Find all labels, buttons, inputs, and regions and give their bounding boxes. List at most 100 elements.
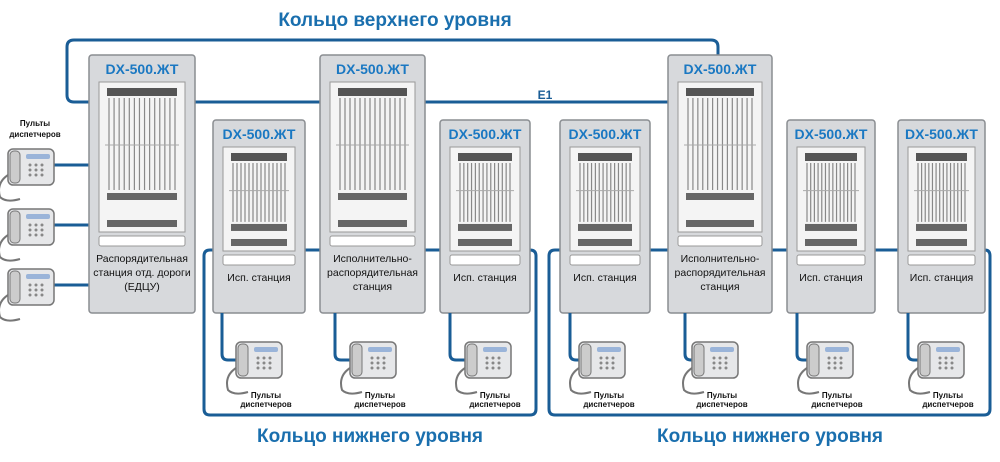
rack-base (449, 254, 521, 266)
console-label: диспетчеров (354, 400, 405, 409)
station-caption: Распорядительная (96, 253, 188, 265)
phone-cord-icon (0, 294, 21, 322)
rack-modules-icon (105, 88, 179, 227)
rack-base (907, 254, 976, 266)
station-caption: распорядительная (675, 267, 766, 279)
phone-cord-icon (340, 367, 363, 395)
station-cabinet[interactable]: DX-500.ЖТ Исп. станция (786, 119, 876, 314)
station-caption: Исп. станция (573, 272, 636, 284)
rack-icon (569, 146, 641, 252)
station-caption: станция отд. дороги (93, 267, 191, 279)
phone-cord-icon (569, 367, 592, 395)
phone-cord-icon (908, 367, 931, 395)
top-ring-line (65, 38, 720, 104)
station-caption: Исп. станция (910, 272, 973, 284)
station-cabinet[interactable]: DX-500.ЖТ Исполнительно-распорядительная с… (667, 54, 773, 314)
console-link (795, 313, 809, 362)
rack-icon (449, 146, 521, 252)
station-model: DX-500.ЖТ (905, 126, 978, 142)
station-caption: распорядительная (327, 267, 418, 279)
console-label: Пульты (251, 391, 281, 400)
e1-label: E1 (538, 88, 553, 102)
rack-icon (677, 81, 763, 233)
station-caption: Исп. станция (227, 272, 290, 284)
bottom-ring-right (547, 248, 992, 417)
rack-modules-icon (229, 153, 289, 246)
station-caption: Исп. станция (799, 272, 862, 284)
console-label: диспетчеров (922, 400, 973, 409)
station-cabinet[interactable]: DX-500.ЖТ Исп. станция (439, 119, 531, 314)
station-cabinet[interactable]: DX-500.ЖТ Исп. станция (897, 119, 986, 314)
console-label: диспетчеров (811, 400, 862, 409)
station-caption: Исполнительно- (681, 253, 760, 265)
rack-icon (796, 146, 866, 252)
console-label: Пульты (933, 391, 963, 400)
phone-cord-icon (455, 367, 478, 395)
station-model: DX-500.ЖТ (569, 126, 642, 142)
console-link (448, 313, 467, 362)
dispatcher-console[interactable] (0, 268, 55, 322)
console-link (333, 313, 352, 362)
station-cabinet[interactable]: DX-500.ЖТ Исполнительно-распорядительная с… (319, 54, 426, 314)
station-caption: Исполнительно- (333, 253, 412, 265)
rack-base (222, 254, 296, 266)
rack-modules-icon (576, 153, 634, 246)
console-link (906, 313, 920, 362)
rack-modules-icon (456, 153, 514, 246)
rack-base (677, 235, 763, 247)
dispatcher-console[interactable] (0, 148, 55, 202)
console-link (220, 313, 238, 362)
console-label: Пульты (365, 391, 395, 400)
station-caption: Исп. станция (453, 272, 516, 284)
rack-modules-icon (914, 153, 969, 246)
station-model: DX-500.ЖТ (684, 61, 757, 77)
console-link (568, 313, 581, 362)
station-model: DX-500.ЖТ (449, 126, 522, 142)
phone-cord-icon (226, 367, 249, 395)
rack-icon (329, 81, 416, 233)
phone-cord-icon (797, 367, 820, 395)
station-model: DX-500.ЖТ (336, 61, 409, 77)
rack-modules-icon (803, 153, 859, 246)
rack-base (569, 254, 641, 266)
station-cabinet[interactable]: DX-500.ЖТ Исп. станция (559, 119, 651, 314)
station-caption: станция (353, 281, 392, 293)
bottom-ring-left (202, 248, 538, 417)
station-caption: станция (700, 281, 739, 293)
rack-modules-icon (684, 88, 756, 227)
station-cabinet[interactable]: DX-500.ЖТ Исп. станция (212, 119, 306, 314)
console-label: диспетчеров (696, 400, 747, 409)
station-caption: (ЕДЦУ) (124, 281, 160, 293)
rack-base (329, 235, 416, 247)
rack-icon (222, 146, 296, 252)
console-label: Пульты (594, 391, 624, 400)
console-label: диспетчеров (240, 400, 291, 409)
console-label: диспетчеров (469, 400, 520, 409)
top-ring-title: Кольцо верхнего уровня (278, 10, 511, 31)
station-model: DX-500.ЖТ (106, 61, 179, 77)
bottom-ring-right-title: Кольцо нижнего уровня (657, 426, 883, 447)
rack-base (796, 254, 866, 266)
dispatcher-console[interactable] (0, 208, 55, 262)
consoles-label-left: Пульты (20, 119, 50, 128)
rack-base (98, 235, 186, 247)
station-model: DX-500.ЖТ (795, 126, 868, 142)
consoles-label-left: диспетчеров (9, 130, 60, 139)
console-label: диспетчеров (583, 400, 634, 409)
console-label: Пульты (822, 391, 852, 400)
station-cabinet[interactable]: DX-500.ЖТ Распорядительная станция отд. до… (88, 54, 196, 314)
rack-icon (98, 81, 186, 233)
bottom-ring-left-title: Кольцо нижнего уровня (257, 426, 483, 447)
station-model: DX-500.ЖТ (223, 126, 296, 142)
rack-icon (907, 146, 976, 252)
phone-cord-icon (0, 234, 21, 262)
